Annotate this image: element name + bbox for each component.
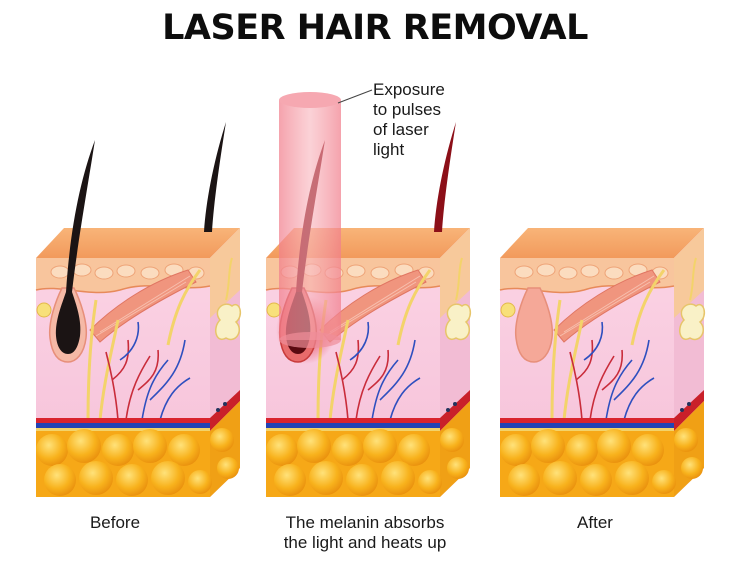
diagram-title: LASER HAIR REMOVAL [162,8,588,48]
callout-line: light [373,140,405,159]
callout-leader [337,89,373,104]
laser-beam [279,92,341,348]
panel-before [35,122,242,497]
caption-during: The melanin absorbs the light and heats … [245,513,485,553]
panel-after [499,228,706,497]
caption-after: After [520,513,670,533]
callout-line: Exposure [373,80,445,99]
hair-shaft [66,140,95,292]
caption-line: the light and heats up [283,533,447,552]
callout-line: of laser [373,120,429,139]
caption-line: Before [89,513,141,532]
callout-line: to pulses [373,100,442,119]
caption-line: The melanin absorbs [285,513,445,532]
caption-before: Before [40,513,190,533]
panel-during [265,89,472,497]
skin-surface-top [36,228,240,258]
caption-line: After [577,513,613,532]
laser-callout: Exposure to pulses of laser light [373,80,445,160]
